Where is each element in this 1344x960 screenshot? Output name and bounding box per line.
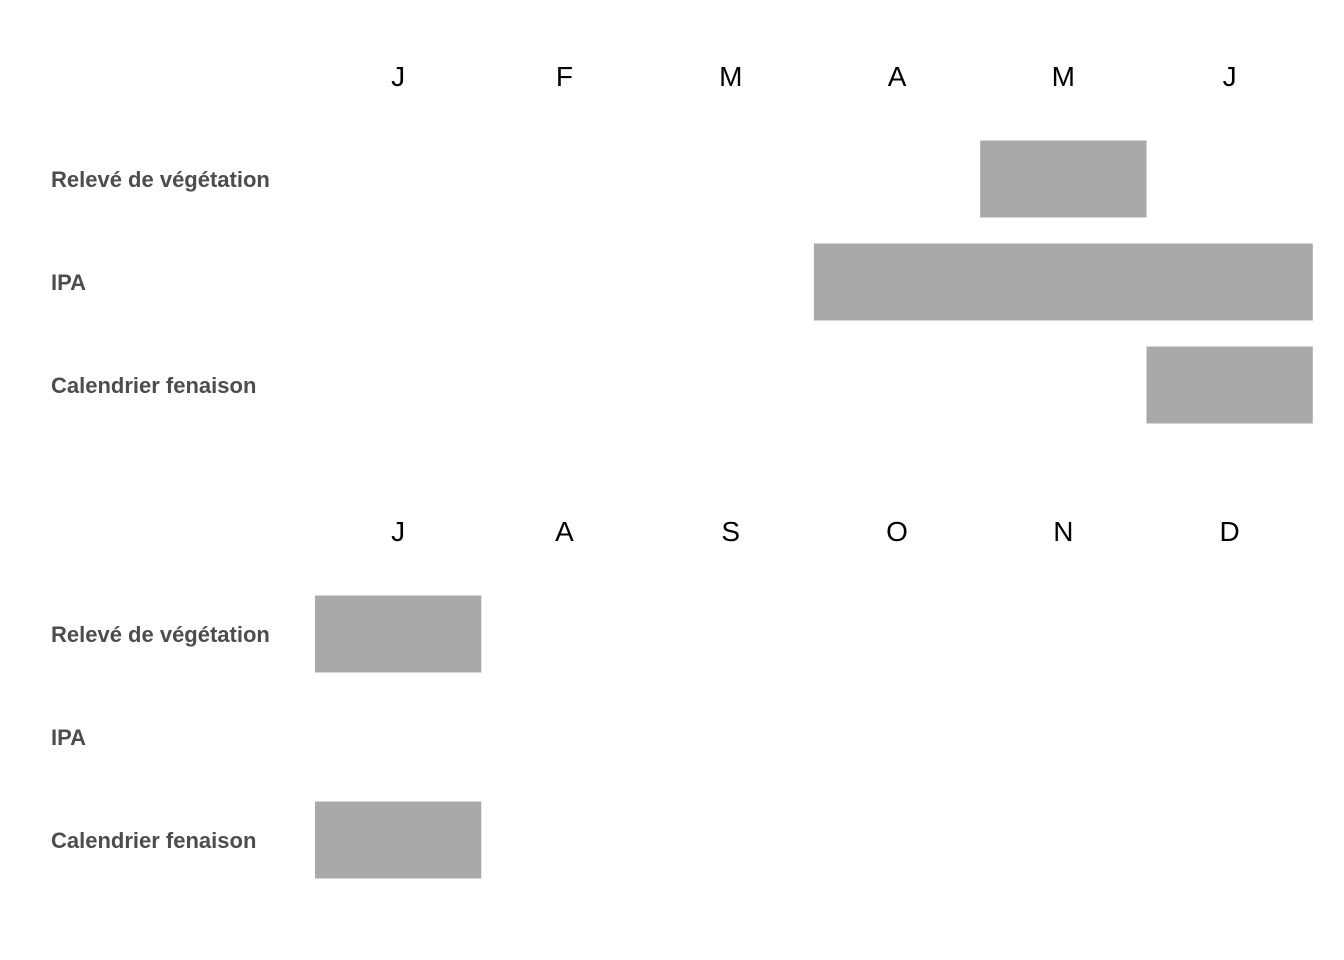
month-label: M <box>719 61 742 92</box>
task-label: Relevé de végétation <box>51 167 270 192</box>
month-label: O <box>886 516 908 547</box>
task-bar <box>813 243 1313 321</box>
month-label: M <box>1052 61 1075 92</box>
task-bar <box>1146 346 1313 424</box>
task-label: Relevé de végétation <box>51 622 270 647</box>
month-label: A <box>555 516 574 547</box>
task-bar <box>315 801 482 879</box>
month-label: J <box>391 61 405 92</box>
task-label: IPA <box>51 725 86 750</box>
month-label: J <box>1223 61 1237 92</box>
task-bar <box>315 595 482 673</box>
task-label: Calendrier fenaison <box>51 373 256 398</box>
task-bar <box>980 140 1147 218</box>
month-label: F <box>556 61 573 92</box>
month-label: S <box>721 516 740 547</box>
task-label: IPA <box>51 270 86 295</box>
month-label: N <box>1053 516 1073 547</box>
month-label: A <box>888 61 907 92</box>
month-label: J <box>391 516 405 547</box>
task-label: Calendrier fenaison <box>51 828 256 853</box>
month-label: D <box>1220 516 1240 547</box>
